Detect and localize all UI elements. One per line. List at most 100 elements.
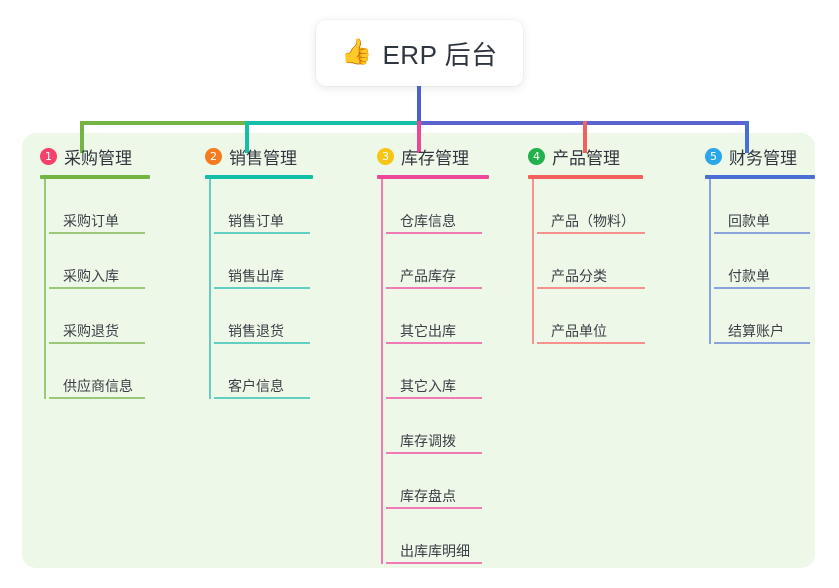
branch-badge-5: 5 bbox=[705, 147, 722, 165]
leaf-item-label: 库存调拨 bbox=[400, 432, 456, 449]
leaf-spine-3 bbox=[381, 179, 383, 564]
leaf-item[interactable]: 回款单 bbox=[714, 179, 839, 234]
leaf-item-label: 产品库存 bbox=[400, 267, 456, 284]
leaf-item-label: 产品分类 bbox=[551, 267, 607, 284]
branch-rule-3 bbox=[377, 175, 489, 179]
leaf-item-label: 采购入库 bbox=[63, 267, 119, 284]
leaf-item-label: 其它入库 bbox=[400, 377, 456, 394]
leaf-item-label: 采购退货 bbox=[63, 322, 119, 339]
connector-root-stem bbox=[417, 86, 421, 124]
leaf-item-label: 销售订单 bbox=[228, 212, 284, 229]
diagram-panel bbox=[22, 133, 815, 568]
branch-rule-4 bbox=[528, 175, 643, 179]
leaf-item-rule bbox=[714, 287, 810, 289]
branch-header-1[interactable]: 1 采购管理 bbox=[40, 144, 200, 168]
thumbs-up-icon: 👍 bbox=[341, 37, 373, 66]
leaf-item-label: 结算账户 bbox=[728, 322, 784, 339]
leaf-item[interactable]: 库存盘点 bbox=[386, 454, 537, 509]
branch-column-3: 3 库存管理 仓库信息产品库存其它出库其它入库库存调拨库存盘点出库库明细 bbox=[377, 144, 537, 564]
leaf-item[interactable]: 付款单 bbox=[714, 234, 839, 289]
leaf-item-label: 付款单 bbox=[728, 267, 770, 284]
leaf-item-label: 仓库信息 bbox=[400, 212, 456, 229]
branch-title-1: 采购管理 bbox=[64, 148, 132, 168]
leaf-item-rule bbox=[386, 507, 482, 509]
branch-column-4: 4 产品管理 产品（物料） 产品分类产品单位 bbox=[528, 144, 698, 344]
leaf-item[interactable]: 其它出库 bbox=[386, 289, 537, 344]
leaf-spine-4 bbox=[532, 179, 534, 344]
leaf-item-rule bbox=[49, 232, 145, 234]
leaf-item-label: 产品（物料） bbox=[551, 212, 635, 229]
leaf-item[interactable]: 产品（物料） bbox=[537, 179, 698, 234]
root-node[interactable]: 👍 ERP 后台 bbox=[316, 20, 523, 86]
connector-drop-1 bbox=[80, 121, 84, 153]
connector-drop-2 bbox=[245, 121, 249, 153]
leaf-item[interactable]: 供应商信息 bbox=[49, 344, 200, 399]
leaf-item[interactable]: 采购退货 bbox=[49, 289, 200, 344]
leaf-item[interactable]: 客户信息 bbox=[214, 344, 365, 399]
root-node-label: ERP 后台 bbox=[382, 39, 498, 70]
leaf-item-rule bbox=[214, 397, 310, 399]
connector-drop-5 bbox=[745, 121, 749, 153]
branch-header-5[interactable]: 5 财务管理 bbox=[705, 144, 839, 168]
leaf-stack-3: 仓库信息产品库存其它出库其它入库库存调拨库存盘点出库库明细 bbox=[381, 179, 537, 564]
leaf-item-rule bbox=[386, 452, 482, 454]
leaf-item-rule bbox=[214, 342, 310, 344]
leaf-item-rule bbox=[214, 287, 310, 289]
connector-drop-3 bbox=[417, 121, 421, 153]
leaf-spine-2 bbox=[209, 179, 211, 399]
leaf-item[interactable]: 采购入库 bbox=[49, 234, 200, 289]
branch-header-3[interactable]: 3 库存管理 bbox=[377, 144, 537, 168]
branch-title-4: 产品管理 bbox=[552, 148, 620, 168]
branch-rule-2 bbox=[205, 175, 313, 179]
leaf-item-rule bbox=[386, 397, 482, 399]
leaf-item-rule bbox=[537, 342, 645, 344]
leaf-item-label: 产品单位 bbox=[551, 322, 607, 339]
leaf-item[interactable]: 销售订单 bbox=[214, 179, 365, 234]
leaf-item-rule bbox=[714, 342, 810, 344]
leaf-item[interactable]: 产品单位 bbox=[537, 289, 698, 344]
leaf-item-label: 回款单 bbox=[728, 212, 770, 229]
branch-badge-4: 4 bbox=[528, 147, 545, 165]
leaf-item-rule bbox=[714, 232, 810, 234]
leaf-stack-1: 采购订单采购入库采购退货供应商信息 bbox=[44, 179, 200, 399]
leaf-item-label: 销售退货 bbox=[228, 322, 284, 339]
leaf-item[interactable]: 库存调拨 bbox=[386, 399, 537, 454]
branch-title-2: 销售管理 bbox=[229, 148, 297, 168]
leaf-item-rule bbox=[386, 287, 482, 289]
leaf-item[interactable]: 采购订单 bbox=[49, 179, 200, 234]
leaf-item-rule bbox=[386, 562, 482, 564]
leaf-item-label: 库存盘点 bbox=[400, 487, 456, 504]
connector-bus-segment-1 bbox=[80, 121, 313, 125]
leaf-item-label: 供应商信息 bbox=[63, 377, 133, 394]
leaf-item[interactable]: 产品库存 bbox=[386, 234, 537, 289]
leaf-item-label: 其它出库 bbox=[400, 322, 456, 339]
branch-badge-1: 1 bbox=[40, 147, 57, 165]
branch-rule-5 bbox=[705, 175, 815, 179]
branch-header-4[interactable]: 4 产品管理 bbox=[528, 144, 698, 168]
leaf-item-rule bbox=[386, 232, 482, 234]
branch-header-2[interactable]: 2 销售管理 bbox=[205, 144, 365, 168]
leaf-item-label: 采购订单 bbox=[63, 212, 119, 229]
leaf-item[interactable]: 其它入库 bbox=[386, 344, 537, 399]
leaf-item-rule bbox=[49, 397, 145, 399]
leaf-item[interactable]: 销售出库 bbox=[214, 234, 365, 289]
leaf-item-label: 出库库明细 bbox=[400, 542, 470, 559]
leaf-stack-4: 产品（物料） 产品分类产品单位 bbox=[532, 179, 698, 344]
branch-title-3: 库存管理 bbox=[401, 148, 469, 168]
branch-rule-1 bbox=[40, 175, 150, 179]
leaf-spine-1 bbox=[44, 179, 46, 399]
branch-column-1: 1 采购管理 采购订单采购入库采购退货供应商信息 bbox=[40, 144, 200, 399]
connector-drop-4 bbox=[583, 121, 587, 153]
leaf-item[interactable]: 仓库信息 bbox=[386, 179, 537, 234]
branch-badge-3: 3 bbox=[377, 147, 394, 165]
leaf-item[interactable]: 销售退货 bbox=[214, 289, 365, 344]
branch-column-2: 2 销售管理 销售订单销售出库销售退货客户信息 bbox=[205, 144, 365, 399]
leaf-item[interactable]: 结算账户 bbox=[714, 289, 839, 344]
leaf-item-rule bbox=[386, 342, 482, 344]
leaf-spine-5 bbox=[709, 179, 711, 344]
leaf-item[interactable]: 出库库明细 bbox=[386, 509, 537, 564]
leaf-item-label: 销售出库 bbox=[228, 267, 284, 284]
leaf-item[interactable]: 产品分类 bbox=[537, 234, 698, 289]
leaf-item-rule bbox=[49, 287, 145, 289]
leaf-stack-5: 回款单付款单结算账户 bbox=[709, 179, 839, 344]
